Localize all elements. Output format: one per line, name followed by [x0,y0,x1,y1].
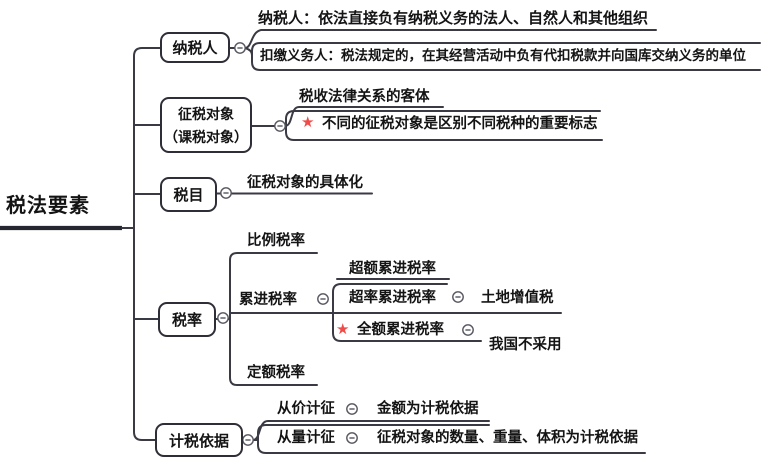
topic-tax-items[interactable]: 税目 [160,177,217,212]
topic-tax-basis[interactable]: 计税依据 [155,423,243,457]
node-progressive-rate[interactable]: 累进税率 [239,292,297,308]
node-tax-item-def[interactable]: 征税对象的具体化 [247,175,363,191]
node-legal-relation-object[interactable]: 税收法律关系的客体 [299,89,430,105]
collapse-icon[interactable] [346,432,358,444]
topic-label-line2: （课税对象） [164,128,248,145]
collapse-icon[interactable] [452,291,464,303]
node-ad-valorem[interactable]: 从价计征 [277,401,335,417]
node-fixed-rate[interactable]: 定额税率 [247,365,305,381]
collapse-icon[interactable] [317,293,329,305]
node-tax-object-mark[interactable]: 不同的征税对象是区别不同税种的重要标志 [322,116,598,132]
node-excess-progressive-rate[interactable]: 超额累进税率 [349,261,436,277]
collapse-icon[interactable] [462,324,474,336]
node-full-progressive-rate[interactable]: 全额累进税率 [357,322,444,338]
topic-tax-rate[interactable]: 税率 [158,302,216,337]
node-proportional-rate[interactable]: 比例税率 [247,233,305,249]
node-rate-progressive-rate[interactable]: 超率累进税率 [349,290,436,306]
collapse-icon[interactable] [346,403,358,415]
collapse-icon[interactable] [220,187,232,199]
topic-label: 纳税人 [172,40,218,57]
collapse-icon[interactable] [274,120,286,132]
node-quantity-basis[interactable]: 征税对象的数量、重量、体积为计税依据 [377,430,638,446]
tree-lines [121,29,761,454]
node-withholding-agent-def[interactable]: 扣缴义务人：税法规定的，在其经营活动中负有代扣税款并向国库交纳义务的单位 [260,48,746,63]
collapse-icon[interactable] [217,312,229,324]
topic-tax-object[interactable]: 征税对象 （课税对象） [160,97,252,153]
collapse-icons [217,42,474,446]
collapse-icon[interactable] [234,42,246,54]
node-land-appreciation-tax[interactable]: 土地增值税 [481,290,554,306]
node-not-adopted[interactable]: 我国不采用 [489,337,562,353]
topic-label: 税目 [173,187,204,204]
node-taxpayer-def[interactable]: 纳税人：依法直接负有纳税义务的法人、自然人和其他组织 [258,10,649,27]
node-amount-basis[interactable]: 金额为计税依据 [377,401,479,417]
topic-label: 税率 [171,312,202,329]
collapse-icon[interactable] [242,434,254,446]
root-topic[interactable]: 税法要素 [6,195,90,217]
topic-label-line1: 征税对象 [178,105,234,122]
topic-taxpayer[interactable]: 纳税人 [160,32,230,63]
star-icon: ★ [336,321,350,338]
topic-label: 计税依据 [168,432,229,450]
star-icon: ★ [301,114,315,131]
node-specific-duty[interactable]: 从量计征 [277,430,335,446]
